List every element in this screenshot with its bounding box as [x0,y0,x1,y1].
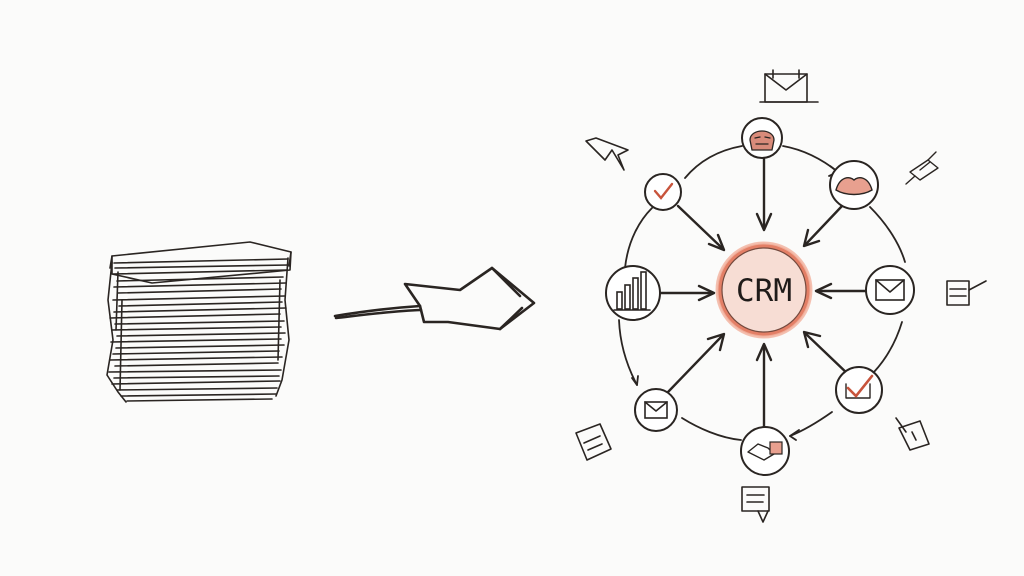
spoke-arrow-bottom [755,342,773,430]
checkmark-icon [644,173,682,211]
document-icon [741,486,770,523]
person-icon [741,117,783,159]
note-icon [575,423,612,461]
crm-label: CRM [736,273,792,309]
spoke-arrows [658,156,868,394]
pushpin-icon [895,417,930,451]
pin-icon [905,151,939,185]
hand-drawn-arrow-icon [333,266,536,331]
crm-hub: CRM [715,241,813,339]
handshake-icon [740,426,790,476]
envelope-icon [865,265,915,315]
calendar-mail-icon [759,69,819,103]
paper-stack-icon [106,241,292,403]
envelope-icon [634,388,678,432]
device-icon [946,280,987,306]
pointer-icon [585,137,629,171]
lips-icon [829,160,879,210]
checkmark-icon [835,366,883,414]
bar-chart-icon [605,265,661,321]
